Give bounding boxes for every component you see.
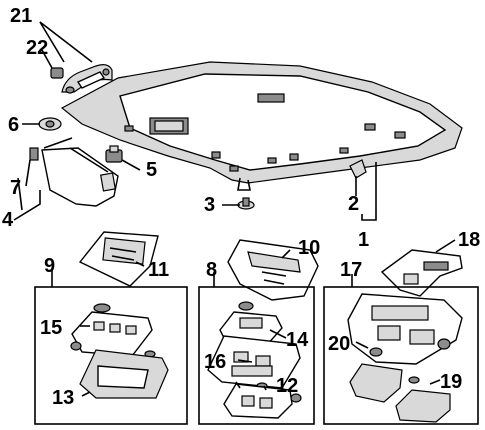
headliner-clip	[349, 159, 367, 180]
leader-lines	[13, 21, 456, 397]
overhead-lens-right	[395, 376, 451, 423]
grip-cover	[50, 67, 64, 79]
callout-15: 15	[40, 317, 62, 339]
lamp-lens	[93, 303, 111, 313]
visor-holder	[105, 145, 123, 163]
callout-18: 18	[458, 229, 480, 251]
box-17	[323, 274, 479, 425]
overhead-lens-left	[349, 363, 403, 403]
callout-17: 17	[340, 259, 362, 281]
callout-20: 20	[328, 333, 350, 355]
overhead-bulb	[369, 347, 383, 357]
callout-1: 1	[358, 229, 369, 251]
callout-19: 19	[440, 371, 462, 393]
callout-6: 6	[8, 114, 19, 136]
callout-7: 7	[10, 177, 21, 199]
headliner-panel	[60, 61, 463, 191]
console-bracket	[227, 239, 319, 301]
console-switch-bezel	[223, 383, 302, 419]
map-lamp-assembly	[70, 311, 153, 357]
mount-bracket	[380, 249, 463, 297]
box-8	[198, 272, 315, 425]
callout-2: 2	[348, 193, 359, 215]
callout-16: 16	[204, 351, 226, 373]
overhead-console	[347, 293, 463, 365]
visor-mirror-cover	[29, 147, 39, 161]
lamp-bracket	[78, 231, 159, 287]
callout-13: 13	[52, 387, 74, 409]
callout-14: 14	[286, 329, 309, 351]
callout-9: 9	[44, 255, 55, 277]
callout-4: 4	[2, 209, 14, 231]
callout-8: 8	[206, 259, 217, 281]
box-9	[34, 270, 188, 425]
callout-5: 5	[146, 159, 157, 181]
callout-12: 12	[276, 375, 298, 397]
console-lamp-lens	[238, 301, 254, 311]
sun-visor	[41, 137, 119, 207]
visor-clip	[38, 117, 62, 131]
callout-21: 21	[10, 5, 32, 27]
console-housing	[207, 335, 301, 389]
retainer-clip	[237, 197, 255, 210]
callout-11: 11	[148, 259, 169, 281]
lamp-cover	[79, 349, 169, 399]
callout-3: 3	[204, 194, 215, 216]
callout-10: 10	[298, 237, 320, 259]
assist-grip	[61, 64, 113, 94]
callout-22: 22	[26, 37, 48, 59]
